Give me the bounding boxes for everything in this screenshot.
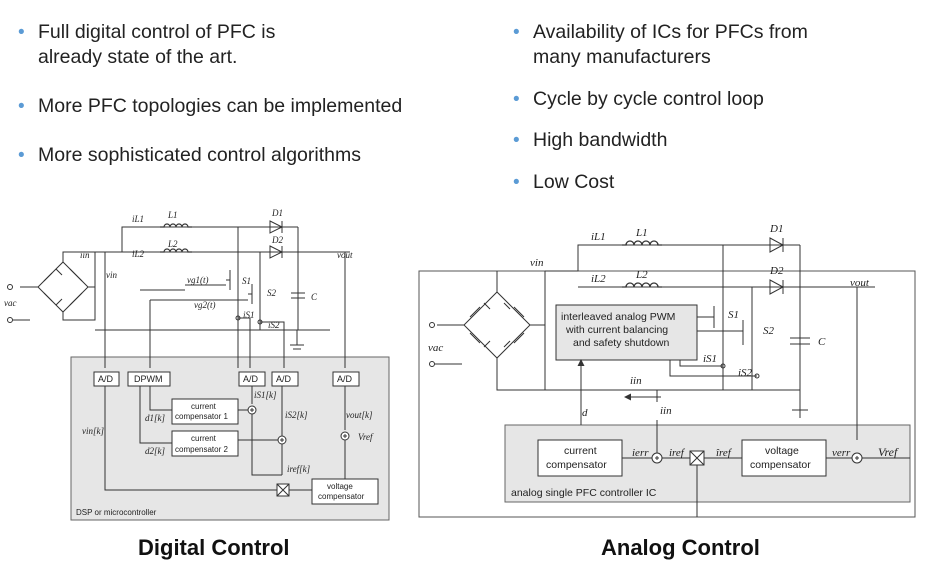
svg-text:iL1: iL1 [132,214,144,224]
svg-text:verr: verr [832,447,851,459]
analog-control-schematic [418,237,916,518]
analog-labels: iL1 L1 D1 iL2 L2 D2 vin vout vac interle… [428,223,899,499]
digital-control-caption: Digital Control [138,535,290,560]
svg-text:îref: îref [716,447,733,459]
svg-text:S2: S2 [267,288,277,298]
svg-text:vac: vac [428,342,443,354]
svg-text:iL2: iL2 [591,273,606,285]
left-bullet-3: More sophisticated control algorithms [18,143,402,168]
svg-text:vin: vin [530,257,544,269]
digital-labels: iL1 L1 D1 iL2 L2 D2 iin vin vout vac vg1… [4,208,374,517]
left-bullet-2: More PFC topologies can be implemented [18,94,402,119]
analog-frame [418,270,916,518]
svg-text:current: current [191,402,217,411]
svg-text:iin: iin [630,375,642,387]
svg-text:A/D: A/D [276,374,292,384]
svg-text:iS1: iS1 [243,310,255,320]
current-compensator-1 [171,398,239,425]
svg-text:iL2: iL2 [132,249,145,259]
svg-text:C: C [818,336,826,348]
svg-text:A/D: A/D [98,374,114,384]
adc-is2 [271,371,299,387]
digital-bridge-rectifier [7,251,96,323]
svg-text:S2: S2 [763,325,775,337]
analog-current-compensator [537,439,623,477]
svg-text:analog single PFC controller I: analog single PFC controller IC [511,487,657,499]
svg-text:compensator 2: compensator 2 [175,445,228,454]
right-bullet-4: Low Cost [513,170,808,195]
svg-text:iL1: iL1 [591,231,606,243]
svg-text:compensator: compensator [318,492,365,501]
svg-text:vg2(t): vg2(t) [194,300,216,310]
svg-text:A/D: A/D [243,374,259,384]
svg-text:vin: vin [106,270,117,280]
svg-text:L1: L1 [167,210,178,220]
svg-text:voltage: voltage [765,445,799,457]
svg-text:iref[k]: iref[k] [287,464,311,474]
svg-text:D1: D1 [769,223,783,235]
svg-text:iin: iin [660,405,672,417]
svg-text:S1: S1 [728,309,739,321]
analog-control-caption: Analog Control [601,535,760,560]
svg-text:iin: iin [80,250,90,260]
svg-text:voltage: voltage [327,482,353,491]
svg-text:d1[k]: d1[k] [145,413,165,423]
svg-text:A/D: A/D [337,374,353,384]
svg-text:Vref: Vref [878,445,899,459]
svg-text:iS2[k]: iS2[k] [285,410,308,420]
svg-text:with current balancing: with current balancing [565,324,668,336]
svg-text:iS2: iS2 [268,320,280,330]
svg-text:d: d [582,407,588,419]
analog-voltage-compensator [741,439,827,477]
svg-text:L2: L2 [635,269,648,281]
adc-vout [332,371,360,387]
right-bullet-3: High bandwidth [513,128,808,153]
adc-vin [93,371,120,387]
svg-text:DPWM: DPWM [134,374,163,384]
svg-text:vg1(t): vg1(t) [187,275,209,285]
right-bullet-2: Cycle by cycle control loop [513,87,808,112]
svg-text:vout: vout [337,250,353,260]
svg-text:current: current [191,434,217,443]
svg-text:ierr: ierr [632,447,649,459]
svg-text:L1: L1 [635,227,648,239]
svg-text:current: current [564,445,597,457]
digital-control-schematic [7,220,390,521]
svg-text:vout: vout [850,277,870,289]
svg-text:D2: D2 [769,265,784,277]
svg-text:vin[k]: vin[k] [82,426,104,436]
svg-text:and safety shutdown: and safety shutdown [573,337,669,349]
svg-text:iS2: iS2 [738,367,753,379]
svg-text:DSP or microcontroller: DSP or microcontroller [76,508,157,517]
svg-text:d2[k]: d2[k] [145,446,165,456]
pwm-controller-block [555,304,698,361]
svg-text:iS1: iS1 [703,353,717,365]
svg-text:compensator: compensator [546,459,607,471]
svg-text:compensator: compensator [750,459,811,471]
svg-text:S1: S1 [242,276,251,286]
svg-text:Vref: Vref [358,432,374,442]
voltage-compensator [311,478,379,505]
svg-text:D2: D2 [271,235,283,245]
svg-text:vac: vac [4,298,17,308]
dpwm-block [127,371,171,387]
analog-bridge-rectifier [429,271,545,391]
svg-text:C: C [311,292,318,302]
svg-text:interleaved analog PWM: interleaved analog PWM [561,311,675,323]
svg-text:vout[k]: vout[k] [346,410,373,420]
svg-text:compensator 1: compensator 1 [175,412,228,421]
svg-text:iS1[k]: iS1[k] [254,390,277,400]
svg-text:D1: D1 [271,208,283,218]
svg-text:iref: iref [669,447,686,459]
svg-text:L2: L2 [167,239,178,249]
